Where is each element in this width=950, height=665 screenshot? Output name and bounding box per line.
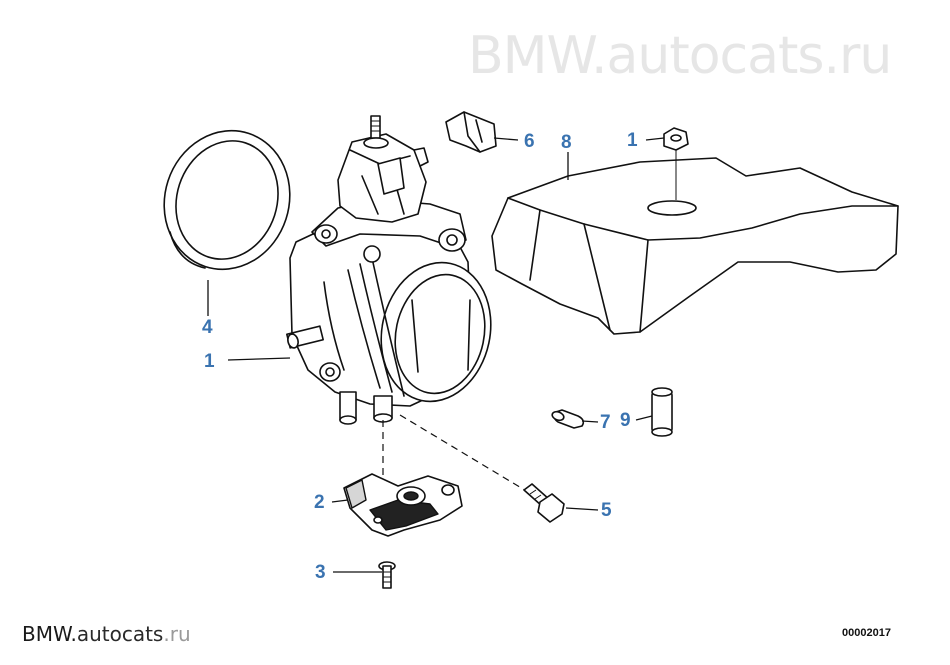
- leader-6: [493, 137, 519, 141]
- callout-6: 6: [524, 131, 535, 152]
- callout-2: 2: [314, 492, 325, 513]
- part-cover: [491, 150, 899, 335]
- callout-3: 3: [315, 562, 326, 583]
- leader-5: [565, 507, 599, 511]
- watermark-bottom-brand: BMW.: [22, 622, 77, 646]
- reference-number: 00002017: [842, 627, 891, 639]
- part-pin: [551, 409, 585, 429]
- leader-1b: [645, 137, 665, 141]
- callout-5: 5: [601, 500, 612, 521]
- part-throttle-body: [286, 115, 492, 425]
- watermark-top-brand: BMW.: [468, 26, 608, 86]
- callout-7: 7: [600, 412, 611, 433]
- leader-7: [581, 420, 599, 423]
- callout-1-throttle-body: 1: [204, 351, 215, 372]
- watermark-bottom: BMW.autocats.ru: [22, 622, 191, 646]
- leader-2: [331, 499, 349, 503]
- assembly-line: [399, 414, 529, 493]
- part-sealing-ring: [163, 129, 291, 271]
- callout-9: 9: [620, 410, 631, 431]
- part-clip: [445, 111, 497, 153]
- callout-8: 8: [561, 132, 572, 153]
- part-sleeve: [651, 387, 673, 437]
- part-position-sensor: [343, 473, 463, 537]
- leader-1a: [227, 357, 291, 361]
- callout-1-nut: 1: [627, 130, 638, 151]
- leader-9: [635, 415, 653, 421]
- part-hex-bolt: [523, 483, 565, 523]
- watermark-top: BMW.autocats.ru: [468, 26, 893, 86]
- watermark-bottom-domain: autocats: [76, 622, 164, 646]
- watermark-bottom-tld: .ru: [163, 622, 191, 646]
- part-small-screw: [378, 561, 396, 589]
- callout-4: 4: [202, 317, 213, 338]
- watermark-top-tld: .ru: [823, 26, 893, 86]
- part-nut: [663, 127, 689, 151]
- watermark-top-domain: autocats: [606, 26, 825, 86]
